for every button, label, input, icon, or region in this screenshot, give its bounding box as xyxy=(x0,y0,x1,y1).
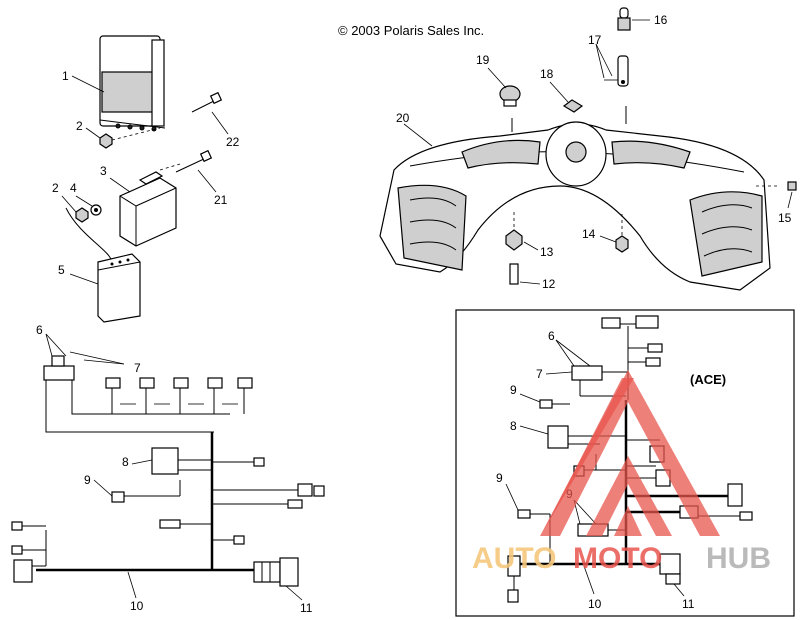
callout-6: 6 xyxy=(36,323,43,337)
washer-part-4 xyxy=(90,204,102,216)
module-part-5 xyxy=(65,207,141,323)
callout-ace-11: 11 xyxy=(682,597,695,611)
regulator-part-3 xyxy=(119,171,177,247)
callout-18: 18 xyxy=(540,67,554,81)
clip-part-18 xyxy=(562,99,584,113)
callout-17: 17 xyxy=(588,33,602,47)
callout-8: 8 xyxy=(122,455,129,469)
wiring-harness-main xyxy=(11,355,325,587)
callout-ace-7: 7 xyxy=(536,367,543,381)
bolt-part-21 xyxy=(175,149,213,173)
callout-12: 12 xyxy=(542,277,556,291)
callout-22: 22 xyxy=(226,135,240,149)
grommet-part-13 xyxy=(505,229,523,251)
watermark-auto: AUTO xyxy=(472,542,556,575)
callout-16: 16 xyxy=(654,13,668,27)
plug-part-12 xyxy=(509,263,519,285)
callout-ace-9-left: 9 xyxy=(496,471,503,485)
module-part-1 xyxy=(99,35,166,132)
watermark-moto: MOTO xyxy=(573,542,662,575)
callout-2-upper: 2 xyxy=(76,119,83,133)
callout-ace-8: 8 xyxy=(510,419,517,433)
callout-7: 7 xyxy=(134,361,141,375)
callout-15: 15 xyxy=(778,211,792,225)
callout-11: 11 xyxy=(300,601,313,615)
copyright-text: © 2003 Polaris Sales Inc. xyxy=(338,23,484,38)
nut-part-14 xyxy=(615,235,629,253)
callout-14: 14 xyxy=(582,227,596,241)
callout-19: 19 xyxy=(476,53,490,67)
callout-ace-6: 6 xyxy=(548,329,555,343)
socket-part-17 xyxy=(617,55,629,87)
nut-part-2-upper xyxy=(99,133,113,149)
watermark-hub: HUB xyxy=(706,542,771,575)
callout-9: 9 xyxy=(84,473,91,487)
callout-2-lower: 2 xyxy=(52,181,59,195)
callout-13: 13 xyxy=(540,245,554,259)
nut-part-2-lower xyxy=(75,207,89,223)
callout-4: 4 xyxy=(70,181,77,195)
callout-5: 5 xyxy=(58,263,65,277)
callout-3: 3 xyxy=(100,164,107,178)
callout-21: 21 xyxy=(214,193,228,207)
callout-20: 20 xyxy=(396,111,410,125)
ace-inset-label: (ACE) xyxy=(690,372,726,387)
callout-ace-10: 10 xyxy=(588,597,602,611)
bulb-part-16 xyxy=(617,7,631,31)
knob-part-19 xyxy=(499,85,521,107)
dash-panel-part-20 xyxy=(379,106,771,291)
fastener-part-15 xyxy=(787,181,797,191)
watermark-logo: AUTO MOTO HUB xyxy=(472,370,771,575)
callout-ace-9-upper: 9 xyxy=(510,383,517,397)
bolt-part-22 xyxy=(191,91,223,113)
callout-1: 1 xyxy=(62,69,69,83)
callout-10: 10 xyxy=(130,599,144,613)
